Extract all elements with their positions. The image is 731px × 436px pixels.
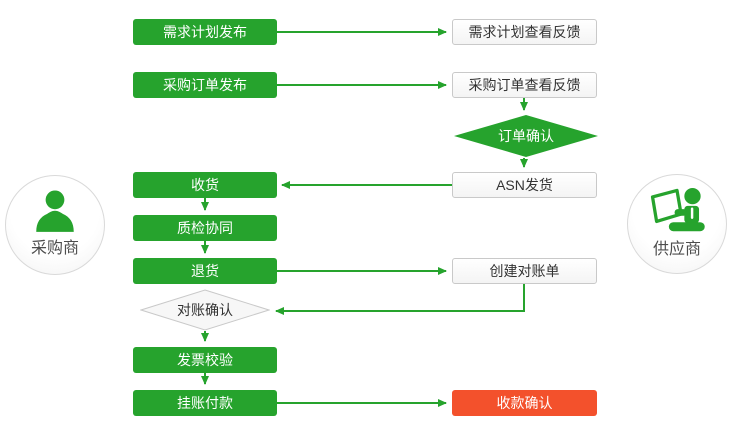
- node-receipt-confirm: 收款确认: [452, 390, 597, 416]
- node-order-confirm: 订单确认: [454, 115, 598, 157]
- node-po-feedback: 采购订单查看反馈: [452, 72, 597, 98]
- node-demand-feedback: 需求计划查看反馈: [452, 19, 597, 45]
- node-demand-publish: 需求计划发布: [133, 19, 277, 45]
- node-statement-confirm-label: 对账确认: [177, 302, 233, 318]
- actor-supplier: 供应商: [627, 174, 727, 274]
- node-asn-ship: ASN发货: [452, 172, 597, 198]
- person-icon: [36, 190, 74, 232]
- node-invoice-check: 发票校验: [133, 347, 277, 373]
- edge-create-statement-to-statement-confirm: [275, 284, 525, 315]
- node-order-confirm-label: 订单确认: [498, 128, 554, 144]
- node-payment: 挂账付款: [133, 390, 277, 416]
- node-statement-confirm: 对账确认: [140, 289, 270, 331]
- node-po-publish: 采购订单发布: [133, 72, 277, 98]
- actor-buyer: 采购商: [5, 175, 105, 275]
- person-laptop-icon: [650, 187, 705, 232]
- node-receive: 收货: [133, 172, 277, 198]
- node-returns: 退货: [133, 258, 277, 284]
- actor-supplier-label: 供应商: [652, 241, 701, 258]
- node-quality-check: 质检协同: [133, 215, 277, 241]
- node-create-statement: 创建对账单: [452, 258, 597, 284]
- actor-buyer-label: 采购商: [30, 240, 79, 257]
